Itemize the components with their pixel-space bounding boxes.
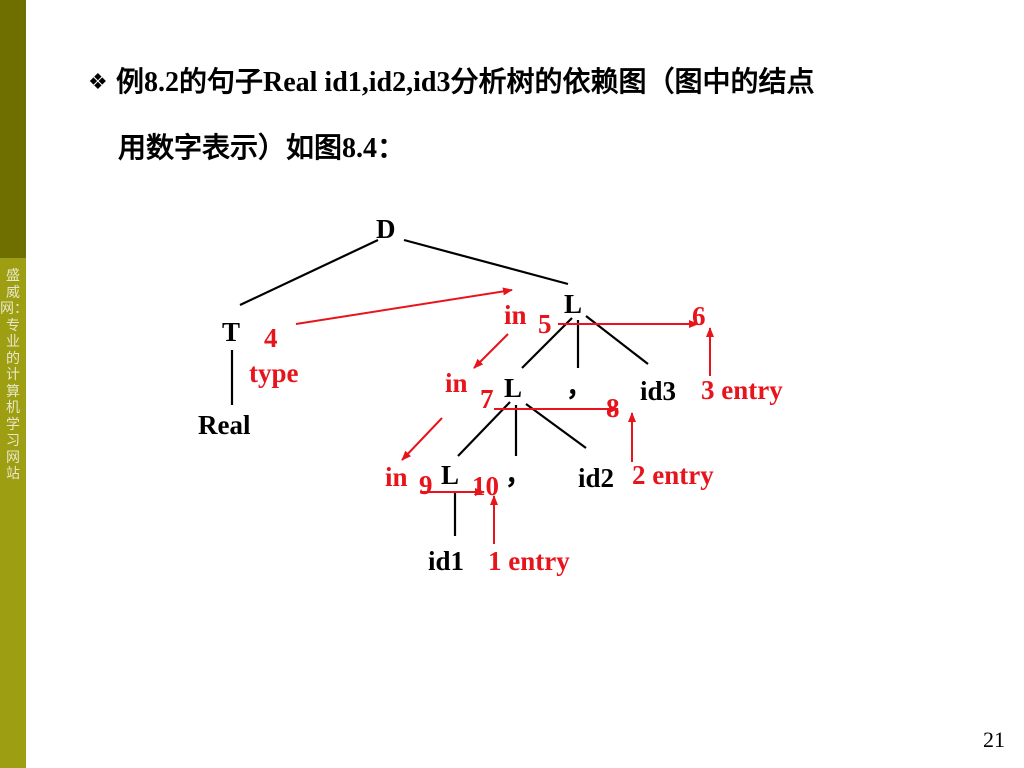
- edge-L1-L2: [521, 317, 573, 369]
- dep-3-entry: 3 entry: [701, 375, 783, 405]
- dependency-arrows: [295, 287, 714, 544]
- arrow-7-to-9: [401, 417, 443, 461]
- arrow-5-to-7: [473, 333, 509, 369]
- sidebar-watermark-text: 盛威网：专业的计算机学习网站: [0, 268, 28, 482]
- edge-L2-L3: [457, 401, 511, 457]
- dep-node-4: 4: [264, 323, 278, 353]
- dep-2-entry: 2 entry: [632, 460, 714, 490]
- node-id2: id2: [578, 463, 614, 493]
- edge-D-T: [239, 239, 379, 306]
- arrow-4-to-5: [295, 287, 513, 325]
- title-line-1: ❖ 例8.2的句子Real id1,id2,id3分析树的依赖图（图中的结点: [88, 50, 988, 116]
- edge-D-L1: [403, 238, 569, 286]
- dep-in-2: in: [445, 368, 468, 398]
- dep-node-9: 9: [419, 470, 433, 500]
- node-id3: id3: [640, 376, 676, 406]
- dep-in-3: in: [385, 462, 408, 492]
- dep-node-6: 6: [692, 301, 706, 331]
- node-L1: L: [564, 289, 582, 319]
- node-comma2: ，: [505, 460, 532, 490]
- node-L3: L: [441, 460, 459, 490]
- edge-L2-id2: [525, 403, 587, 449]
- node-Real: Real: [198, 410, 251, 440]
- node-id1: id1: [428, 546, 464, 576]
- dep-node-8: 8: [606, 393, 620, 423]
- node-T: T: [222, 317, 240, 347]
- dep-node-10: 10: [472, 471, 499, 501]
- title-line-2: 用数字表示）如图8.4：: [118, 133, 406, 164]
- sidebar: 盛威网：专业的计算机学习网站: [0, 0, 28, 768]
- page-number: 21: [983, 727, 1005, 752]
- node-L2: L: [504, 373, 522, 403]
- title-line-1-text: 例8.2的句子Real id1,id2,id3分析树的依赖图（图中的结点: [116, 67, 815, 98]
- dep-in-1: in: [504, 300, 527, 330]
- dep-1-entry: 1 entry: [488, 546, 570, 576]
- dependency-labels: 4 type in 5 6 in 7 8 3 entry in 9 10 2 e…: [249, 300, 783, 576]
- sidebar-top-band: [0, 0, 26, 258]
- diamond-bullet-icon: ❖: [88, 70, 108, 95]
- tree-labels: D T Real L L L ， ， id1 id2 id3: [198, 214, 676, 576]
- tree-edges: [230, 238, 649, 536]
- dep-node-5: 5: [538, 309, 552, 339]
- node-comma1: ，: [566, 372, 593, 402]
- node-D: D: [376, 214, 396, 244]
- dep-type-label: type: [249, 358, 299, 388]
- slide-title: ❖ 例8.2的句子Real id1,id2,id3分析树的依赖图（图中的结点 用数…: [88, 50, 988, 182]
- dep-node-7: 7: [480, 384, 494, 414]
